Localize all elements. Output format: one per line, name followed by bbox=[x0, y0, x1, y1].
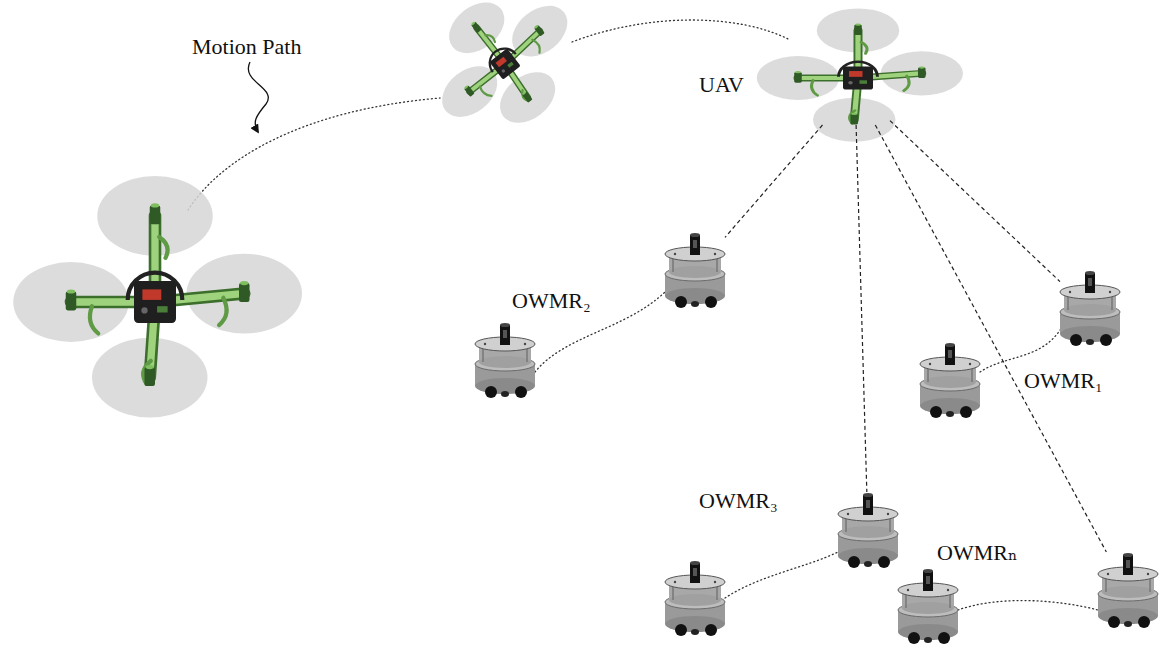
robot-node: OWMR₁ bbox=[1060, 270, 1120, 350]
uav-motion-path bbox=[572, 20, 790, 42]
robot-drawing bbox=[1060, 271, 1120, 346]
robot-drawing bbox=[665, 561, 725, 636]
sensing-link bbox=[875, 125, 1106, 552]
robot-motion-path bbox=[980, 330, 1060, 372]
node-label: OWMR₃ bbox=[697, 488, 780, 513]
quadrotor-drawing bbox=[13, 176, 302, 418]
robot-drawing bbox=[898, 569, 958, 644]
sensing-link bbox=[856, 125, 867, 492]
node-label: OWMR₁ bbox=[1022, 368, 1105, 393]
uav-motion-path bbox=[188, 98, 440, 210]
robot-motion-path bbox=[535, 292, 665, 372]
robot-node: OWMR₃ bbox=[838, 492, 898, 572]
robot-drawing bbox=[838, 493, 898, 568]
annotation-label: Motion Path bbox=[190, 34, 303, 59]
robot-motion-path bbox=[725, 552, 838, 598]
robot-motion-path bbox=[958, 601, 1098, 610]
robot-drawing bbox=[1098, 553, 1158, 628]
quadrotor-drawing bbox=[757, 8, 963, 141]
node-label: OWMR₂ bbox=[510, 288, 593, 313]
robot-drawing bbox=[475, 323, 535, 398]
uav-node: UAV bbox=[820, 50, 890, 125]
sensing-link bbox=[890, 121, 1060, 282]
robot-drawing bbox=[920, 343, 980, 418]
node-label: OWMRₙ bbox=[935, 540, 1019, 565]
robot-node: OWMR₂ bbox=[665, 232, 725, 312]
robot-node: OWMRₙ bbox=[1098, 552, 1158, 632]
sensing-link bbox=[725, 125, 822, 237]
quadrotor-drawing bbox=[404, 0, 605, 159]
robot-drawing bbox=[665, 233, 725, 308]
node-label: UAV bbox=[697, 72, 746, 97]
callout-arrow bbox=[248, 62, 268, 132]
